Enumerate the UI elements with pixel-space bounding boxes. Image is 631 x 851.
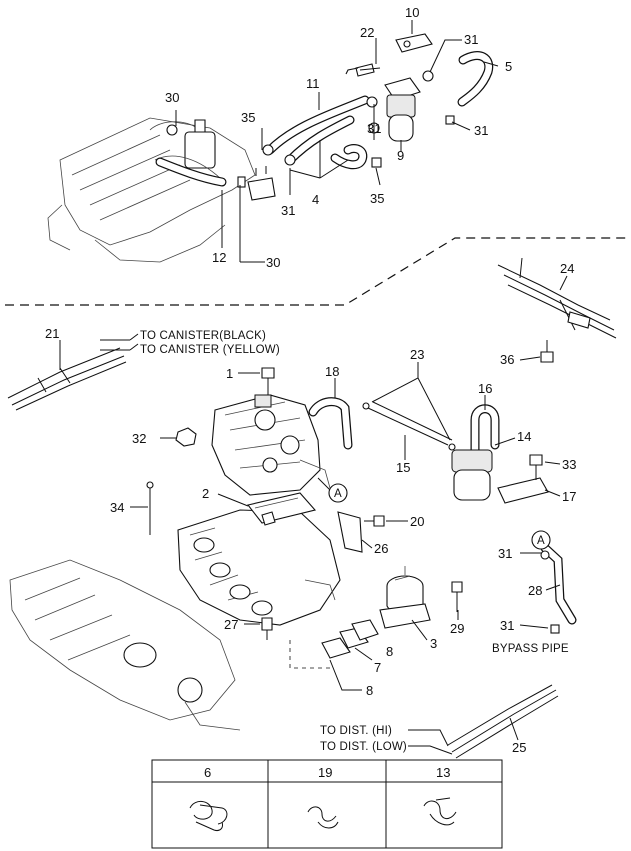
callout-33: 33 (562, 457, 576, 472)
marker-a-label: A (334, 488, 342, 500)
callout-25: 25 (512, 740, 526, 755)
reference-marker-a: A (531, 530, 551, 550)
callout-17: 17 (562, 489, 576, 504)
vacuum-pipes (7, 257, 617, 759)
callout-12: 12 (212, 250, 226, 265)
section-divider (5, 237, 628, 306)
callout-31: 31 (464, 32, 478, 47)
callout-10: 10 (405, 5, 419, 20)
callout-20: 20 (410, 514, 424, 529)
marker-a-label: A (537, 535, 545, 547)
callout-8: 8 (366, 683, 373, 698)
callout-31: 31 (498, 546, 512, 561)
callout-31: 31 (500, 618, 514, 633)
intake-manifold (177, 492, 341, 626)
callout-36: 36 (500, 352, 514, 367)
callout-4: 4 (312, 192, 319, 207)
table-header-6: 6 (204, 765, 211, 780)
note-to-canister-black: TO CANISTER(BLACK) (140, 330, 266, 342)
callout-35: 35 (241, 110, 255, 125)
callout-31: 31 (474, 123, 488, 138)
callout-3: 3 (430, 636, 437, 651)
table-header-19: 19 (318, 765, 332, 780)
leader-lines (59, 20, 568, 755)
callout-30: 30 (165, 90, 179, 105)
callout-31: 31 (281, 203, 295, 218)
reference-marker-a: A (328, 483, 348, 503)
clip-reference-table: 6 19 13 (151, 759, 503, 849)
callout-14: 14 (517, 429, 531, 444)
note-to-dist-low: TO DIST. (LOW) (320, 741, 407, 753)
note-bypass-pipe: BYPASS PIPE (492, 643, 569, 655)
callout-32: 32 (132, 431, 146, 446)
callout-8: 8 (386, 644, 393, 659)
carburetor-body (211, 394, 331, 496)
callout-21: 21 (45, 326, 59, 341)
callout-5: 5 (505, 59, 512, 74)
callout-29: 29 (450, 621, 464, 636)
callout-18: 18 (325, 364, 339, 379)
small-parts-lower (146, 367, 549, 659)
callout-2: 2 (202, 486, 209, 501)
callout-9: 9 (397, 148, 404, 163)
callout-30: 30 (266, 255, 280, 270)
callout-26: 26 (374, 541, 388, 556)
callout-28: 28 (528, 583, 542, 598)
callout-24: 24 (560, 261, 574, 276)
clip-13-icon (423, 797, 457, 826)
callout-16: 16 (478, 381, 492, 396)
callout-1: 1 (226, 366, 233, 381)
note-to-dist-hi: TO DIST. (HI) (320, 725, 392, 737)
callout-23: 23 (410, 347, 424, 362)
callout-7: 7 (374, 660, 381, 675)
engine-block-upper (47, 117, 256, 263)
fuel-filter-assembly (355, 33, 433, 142)
callout-31: 31 (367, 121, 381, 136)
fuel-pump (379, 566, 431, 629)
engine-block-lower (9, 559, 330, 731)
callout-labels: 10 22 31 5 31 11 30 35 31 9 4 35 31 12 3… (45, 5, 576, 755)
clip-19-icon (307, 806, 339, 829)
routing-notes: TO CANISTER(BLACK) TO CANISTER (YELLOW) … (140, 330, 569, 753)
note-to-canister-yellow: TO CANISTER (YELLOW) (140, 344, 280, 356)
callout-34: 34 (110, 500, 124, 515)
callout-22: 22 (360, 25, 374, 40)
callout-35: 35 (370, 191, 384, 206)
callout-15: 15 (396, 460, 410, 475)
table-header-13: 13 (436, 765, 450, 780)
callout-11: 11 (306, 76, 320, 91)
clip-6-icon (189, 801, 228, 831)
callout-27: 27 (224, 617, 238, 632)
